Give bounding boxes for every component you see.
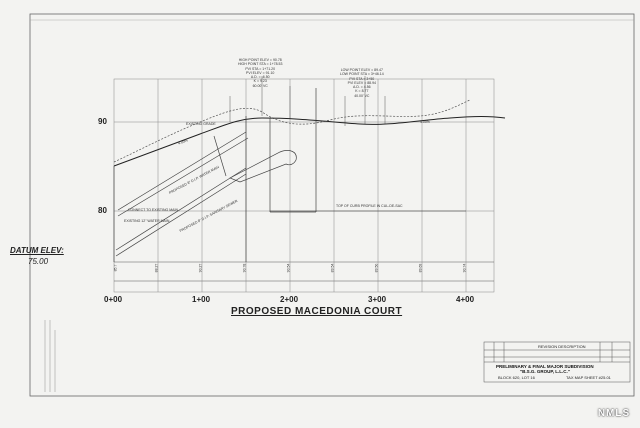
grade-right-callout: 4.00% — [420, 120, 430, 124]
drawing-title: PROPOSED MACEDONIA COURT — [231, 306, 403, 317]
bottom-elevation: 90.78 — [242, 263, 247, 273]
existing-grade-callout: EXISTING GRADE — [186, 122, 216, 126]
title-block-line3-right: TAX MAP SHEET #25.01 — [566, 375, 611, 380]
connect-main-callout: CONNECT TO EXISTING MAIN — [128, 208, 178, 212]
bottom-elevation: 89.50 — [374, 263, 379, 273]
station-label: 2+00 — [280, 295, 299, 304]
station-label: 0+00 — [104, 295, 123, 304]
revision-header: REVISION DESCRIPTION — [538, 344, 586, 349]
station-label: 4+00 — [456, 295, 475, 304]
bottom-elevation: 88.27 — [154, 263, 159, 273]
elevation-label-80: 80 — [98, 206, 107, 215]
bottom-elevation: 90.54 — [286, 263, 291, 273]
low-point-callout: LOW POINT ELEV = 89.47 LOW POINT STA = 3… — [340, 68, 384, 98]
nmls-logo: NMLS — [597, 408, 631, 419]
bottom-elevation: 89.54 — [330, 263, 335, 273]
high-point-callout: HIGH POINT ELEV = 90.78 HIGH POINT STA =… — [238, 58, 283, 88]
bottom-elevation: 89.69 — [418, 263, 423, 273]
utility-lines — [113, 88, 317, 262]
title-block-line2: "B.S.G. GROUP, L.L.C." — [520, 369, 570, 374]
sheet-border — [29, 13, 635, 397]
title-block-line3-left: BLOCK 620, LOT 16 — [498, 375, 535, 380]
bottom-elevation: 90.74 — [462, 263, 467, 273]
existing-water-callout: EXISTING 12" WATER MAIN — [124, 219, 170, 223]
profile-grid — [113, 78, 495, 293]
top-of-curb-callout: TOP OF CURB PROFILE IN CUL-DE-SAC — [336, 204, 403, 208]
title-block — [483, 341, 631, 383]
existing-grade-line — [113, 99, 471, 163]
station-label: 3+00 — [368, 295, 387, 304]
proposed-profile-line — [113, 116, 506, 167]
title-block-line1: PRELIMINARY & FINAL MAJOR SUBDIVISION — [496, 364, 594, 369]
elevation-label-90: 90 — [98, 117, 107, 126]
bottom-elevation: 90.27 — [198, 263, 203, 273]
station-label: 1+00 — [192, 295, 211, 304]
datum-value: 75.00 — [28, 257, 49, 266]
leader-lines — [229, 76, 386, 126]
datum-label: DATUM ELEV: — [10, 246, 64, 255]
bottom-elevation: 85.7 — [113, 264, 118, 272]
